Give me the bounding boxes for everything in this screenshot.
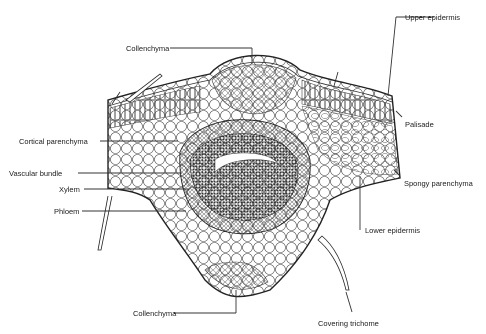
label-cortical-parenchyma: Cortical parenchyma bbox=[19, 137, 89, 146]
label-phloem: Phloem bbox=[54, 207, 79, 216]
label-upper-epidermis: Upper epidermis bbox=[405, 13, 460, 22]
trichome-lower-left bbox=[98, 196, 112, 250]
vascular-bundle bbox=[180, 120, 310, 234]
label-xylem: Xylem bbox=[59, 185, 80, 194]
label-lower-epidermis: Lower epidermis bbox=[365, 226, 420, 235]
label-spongy-parenchyma: Spongy parenchyma bbox=[404, 179, 474, 188]
leaf-section bbox=[108, 55, 400, 296]
label-collenchyma-top: Collenchyma bbox=[126, 44, 170, 53]
label-palisade: Palisade bbox=[405, 120, 434, 129]
covering-trichome bbox=[318, 236, 349, 290]
label-vascular-bundle: Vascular bundle bbox=[9, 169, 62, 178]
label-covering-trichome: Covering trichome bbox=[318, 319, 379, 328]
label-collenchyma-bottom: Collenchyma bbox=[133, 309, 177, 318]
